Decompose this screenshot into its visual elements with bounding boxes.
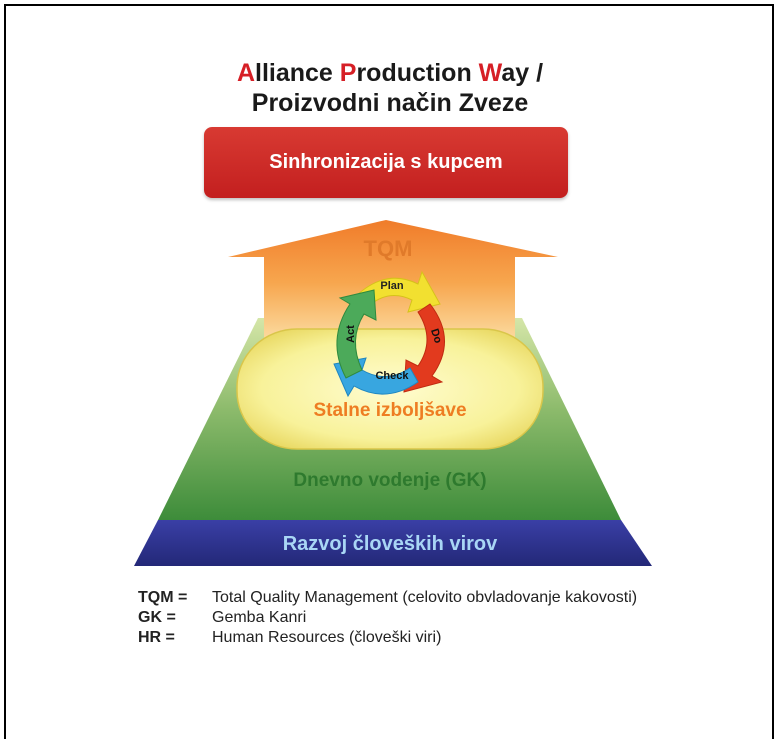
customer-sync-label: Sinhronizacija s kupcem <box>269 151 503 173</box>
title-line-1: Alliance Production Way / <box>0 58 780 88</box>
daily-management-label: Dnevno vodenje (GK) <box>293 470 487 491</box>
improvement-label: Stalne izboljšave <box>313 400 467 421</box>
hr-development-label: Razvoj človeških virov <box>282 533 498 555</box>
title-initial: A <box>236 59 255 87</box>
plan-arrow <box>355 270 441 313</box>
legend-value: Total Quality Management (celovito obvla… <box>212 589 638 606</box>
legend-row-hr: HR = Human Resources (človeški viri) <box>138 628 652 648</box>
do-arrow <box>403 303 445 393</box>
pdca-cycle <box>333 270 445 398</box>
base-band <box>134 520 652 566</box>
act-arrow <box>336 289 377 379</box>
legend-key: HR = <box>138 629 175 646</box>
title-line-2: Proizvodni način Zveze <box>251 89 529 117</box>
plan-label: Plan <box>380 280 404 292</box>
customer-sync-box: Sinhronizacija s kupcem <box>204 127 568 198</box>
title-initial: P <box>339 59 357 87</box>
title-text: roduction <box>356 59 479 87</box>
title-initial: W <box>478 59 502 87</box>
legend-key: TQM = <box>138 589 188 606</box>
legend-row-gk: GK = Gemba Kanri <box>138 608 652 628</box>
legend: TQM = Total Quality Management (celovito… <box>138 588 652 648</box>
legend-key: GK = <box>138 609 176 626</box>
tqm-label: TQM <box>363 236 413 261</box>
act-label: Act <box>345 325 357 343</box>
legend-row-tqm: TQM = Total Quality Management (celovito… <box>138 588 652 608</box>
figure-frame <box>4 4 774 739</box>
title-text: lliance <box>255 59 340 87</box>
check-label: Check <box>375 370 409 382</box>
title-text: ay / <box>501 59 544 87</box>
legend-value: Gemba Kanri <box>212 609 307 626</box>
legend-value: Human Resources (človeški viri) <box>212 629 442 646</box>
